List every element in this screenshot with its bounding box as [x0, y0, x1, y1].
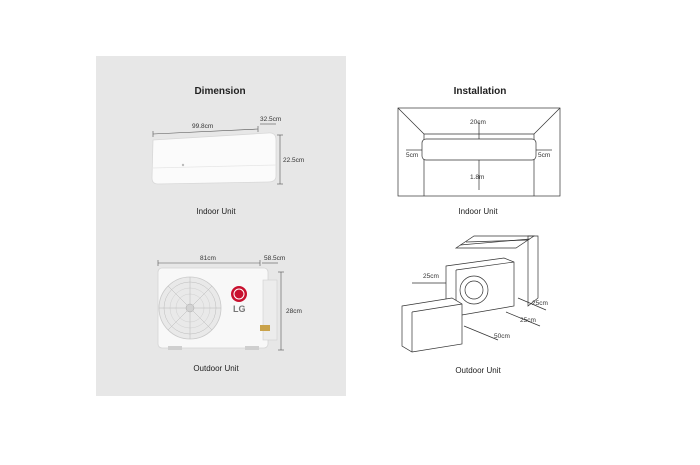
- installation-title: Installation: [453, 86, 507, 97]
- indoor-dimension-lines: [152, 123, 283, 185]
- lg-logo-text: LG: [233, 304, 246, 314]
- installation-indoor-diagram: [397, 107, 561, 197]
- outdoor-width-label: 81cm: [200, 255, 216, 262]
- dimension-title: Dimension: [194, 86, 246, 97]
- install-bottom-clearance: 1.8m: [470, 174, 485, 181]
- install-outdoor-side: 25cm: [532, 300, 548, 307]
- indoor-depth-label: 32.5cm: [260, 116, 282, 123]
- lg-logo-icon: [231, 286, 247, 302]
- outdoor-unit-caption: Outdoor Unit: [193, 364, 239, 373]
- indoor-unit-caption: Indoor Unit: [196, 207, 236, 216]
- indoor-height-label: 22.5cm: [283, 157, 305, 164]
- outdoor-dimension-lines: [157, 260, 284, 351]
- install-top-clearance: 20cm: [470, 119, 486, 126]
- indoor-unit-image: [151, 132, 277, 185]
- install-left-clearance: 5cm: [406, 152, 419, 159]
- outdoor-depth-label: 58.5cm: [264, 255, 286, 262]
- install-outdoor-front: 50cm: [494, 333, 510, 340]
- install-outdoor-back: 25cm: [423, 273, 439, 280]
- installation-outdoor-diagram: [401, 235, 547, 353]
- install-outdoor-caption: Outdoor Unit: [455, 366, 501, 375]
- install-right-clearance: 5cm: [538, 152, 551, 159]
- install-indoor-caption: Indoor Unit: [458, 207, 498, 216]
- outdoor-unit-image: [157, 267, 278, 350]
- indoor-width-label: 99.8cm: [192, 123, 214, 130]
- install-outdoor-side2: 25cm: [520, 317, 536, 324]
- outdoor-height-label: 28cm: [286, 308, 302, 315]
